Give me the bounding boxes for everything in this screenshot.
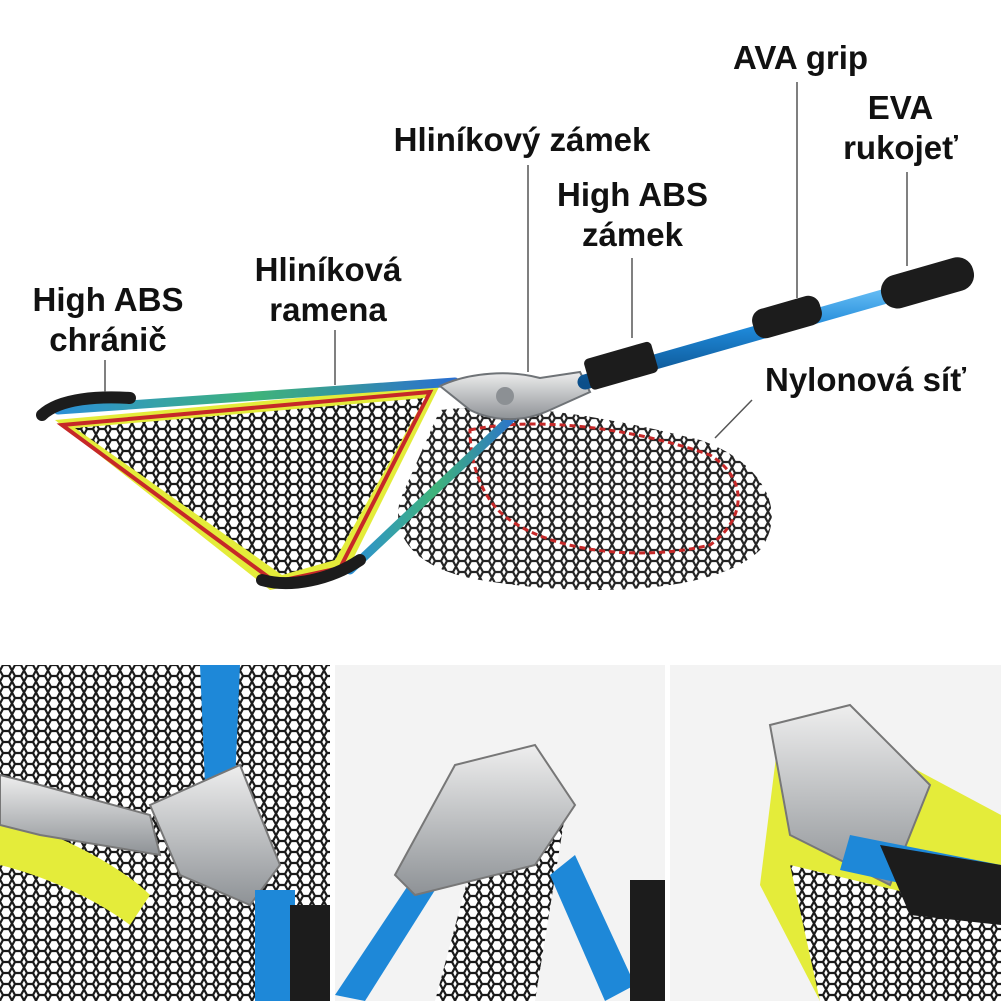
label-ava-grip: AVA grip [732,39,869,76]
abs-lock [584,341,658,390]
detail-photo-3 [670,665,1001,1001]
abs-protector-bottom [256,554,366,590]
detail-photo-1 [0,665,330,1001]
eva-handle [880,257,975,309]
landing-net-illustration [36,82,975,590]
detail-photo-2 [335,665,665,1001]
detail-photo-2-art [335,665,665,1001]
label-eva-handle: EVA rukojeť [843,89,958,166]
detail-photo-1-art [0,665,330,1001]
ava-grip [752,295,822,339]
label-aluminium-arms: Hliníková ramena [254,251,402,328]
label-nylon-net: Nylonová síť [764,361,967,398]
abs-protector-left [36,391,136,421]
aluminium-lock [438,370,592,420]
label-abs-lock: High ABS zámek [557,176,708,253]
label-aluminium-lock: Hliníkový zámek [393,121,651,158]
detail-photo-3-art [670,665,1001,1001]
callout-lines [104,82,908,439]
triangle-frame [36,377,525,590]
nylon-net [398,407,772,590]
telescopic-pole [577,257,975,390]
label-abs-protector: High ABS chránič [32,281,184,358]
